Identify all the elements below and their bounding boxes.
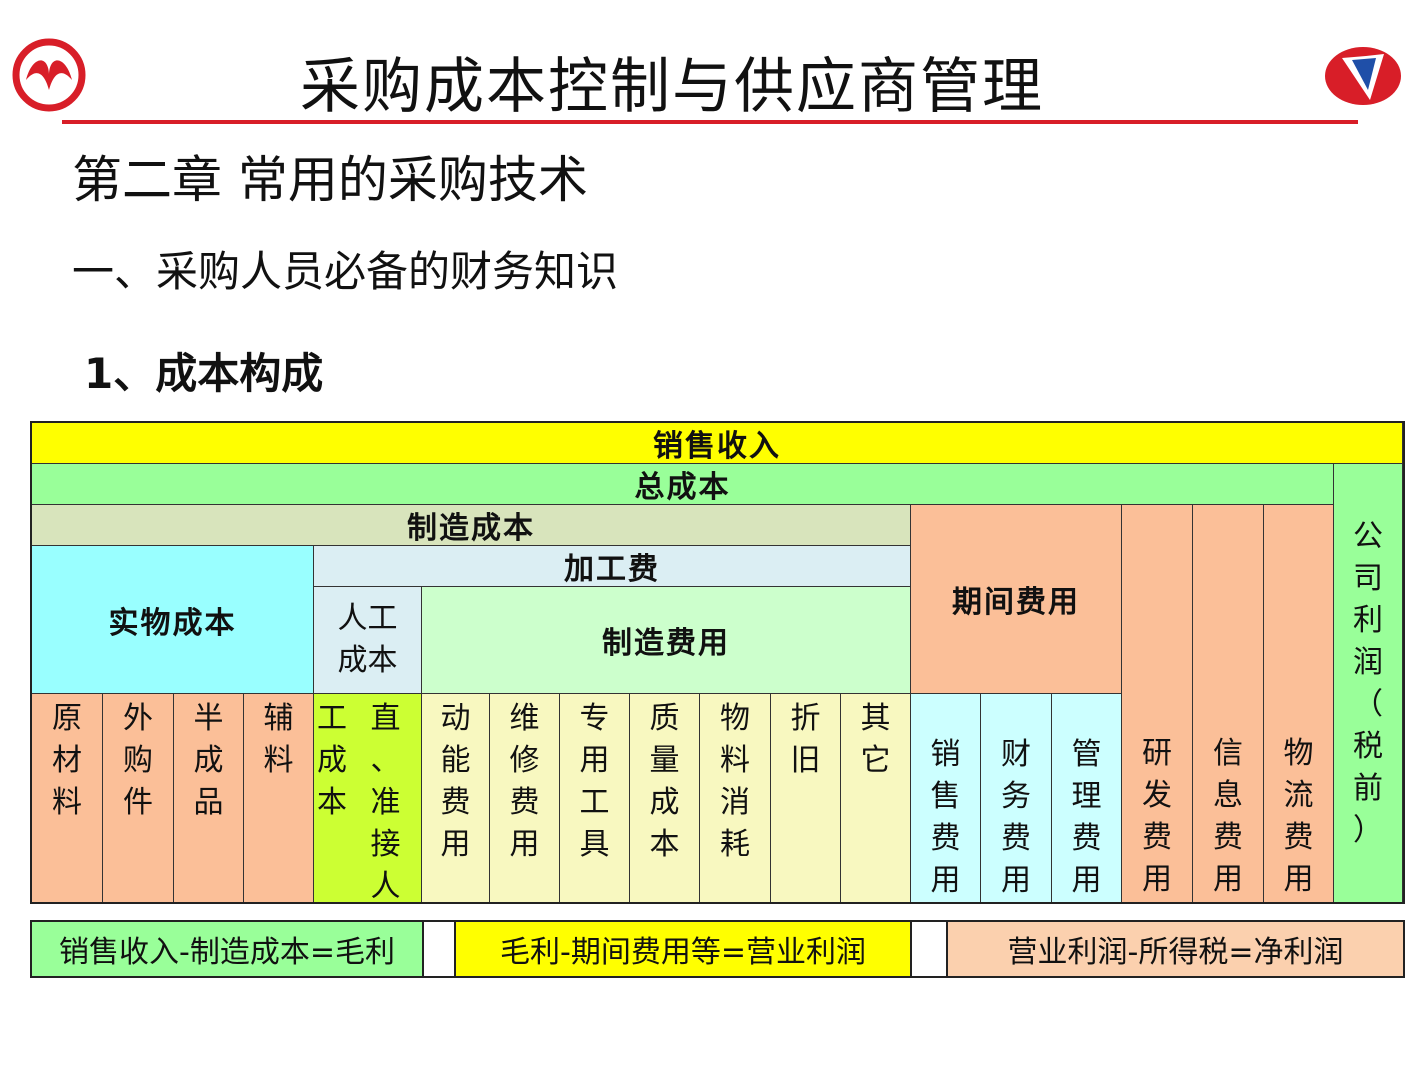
manufacturing-expense-cell: 制造费用 (422, 587, 911, 694)
semi-finished-cell: 半成品 (174, 694, 244, 902)
auxiliary-cell: 辅料 (244, 694, 314, 902)
labor-a-cell: 工成本 (314, 694, 350, 902)
physical-cost-cell: 实物成本 (32, 546, 314, 694)
repair-expense-cell: 维修费用 (490, 694, 560, 902)
profit-formula-row: 销售收入-制造成本=毛利 毛利-期间费用等=营业利润 营业利润-所得税=净利润 (30, 920, 1405, 978)
processing-fee-cell: 加工费 (314, 546, 911, 587)
labor-b-cell: 直、准接人 (350, 694, 422, 902)
labor-cost-cell: 人工成本 (314, 587, 422, 694)
company-logo-icon (1325, 47, 1401, 105)
net-profit-formula: 营业利润-所得税=净利润 (946, 922, 1403, 976)
financial-expense-cell: 财务费用 (981, 694, 1052, 902)
power-expense-cell: 动能费用 (422, 694, 490, 902)
cost-structure-table: 销售收入 总成本 公司利润（税前） 制造成本 期间费用 研发费用 信息费用 物流… (30, 421, 1405, 904)
logistics-expense-cell: 物流费用 (1264, 505, 1334, 902)
sales-expense-cell: 销售费用 (911, 694, 981, 902)
title-divider (62, 120, 1358, 124)
raw-material-cell: 原材料 (32, 694, 103, 902)
material-consumption-cell: 物料消耗 (700, 694, 771, 902)
info-expense-cell: 信息费用 (1193, 505, 1264, 902)
page-title: 采购成本控制与供应商管理 (300, 52, 1044, 122)
dongfeng-logo-icon (12, 38, 86, 112)
quality-cost-cell: 质量成本 (630, 694, 700, 902)
admin-expense-cell: 管理费用 (1052, 694, 1122, 902)
chapter-heading: 第二章 常用的采购技术 (72, 151, 588, 209)
period-expense-cell: 期间费用 (911, 505, 1122, 694)
manufacturing-cost-cell: 制造成本 (32, 505, 911, 546)
company-profit-cell: 公司利润（税前） (1334, 464, 1403, 902)
other-expense-cell: 其它 (841, 694, 911, 902)
total-cost-cell: 总成本 (32, 464, 1334, 505)
section-heading: 一、采购人员必备的财务知识 (72, 247, 619, 296)
depreciation-cell: 折旧 (771, 694, 841, 902)
gross-profit-formula: 销售收入-制造成本=毛利 (32, 922, 424, 976)
subsection-heading: 1、成本构成 (84, 349, 324, 398)
special-tools-cell: 专用工具 (560, 694, 630, 902)
operating-profit-formula: 毛利-期间费用等=营业利润 (454, 922, 912, 976)
sales-revenue-cell: 销售收入 (32, 423, 1403, 464)
purchased-parts-cell: 外购件 (103, 694, 174, 902)
rd-expense-cell: 研发费用 (1122, 505, 1193, 902)
